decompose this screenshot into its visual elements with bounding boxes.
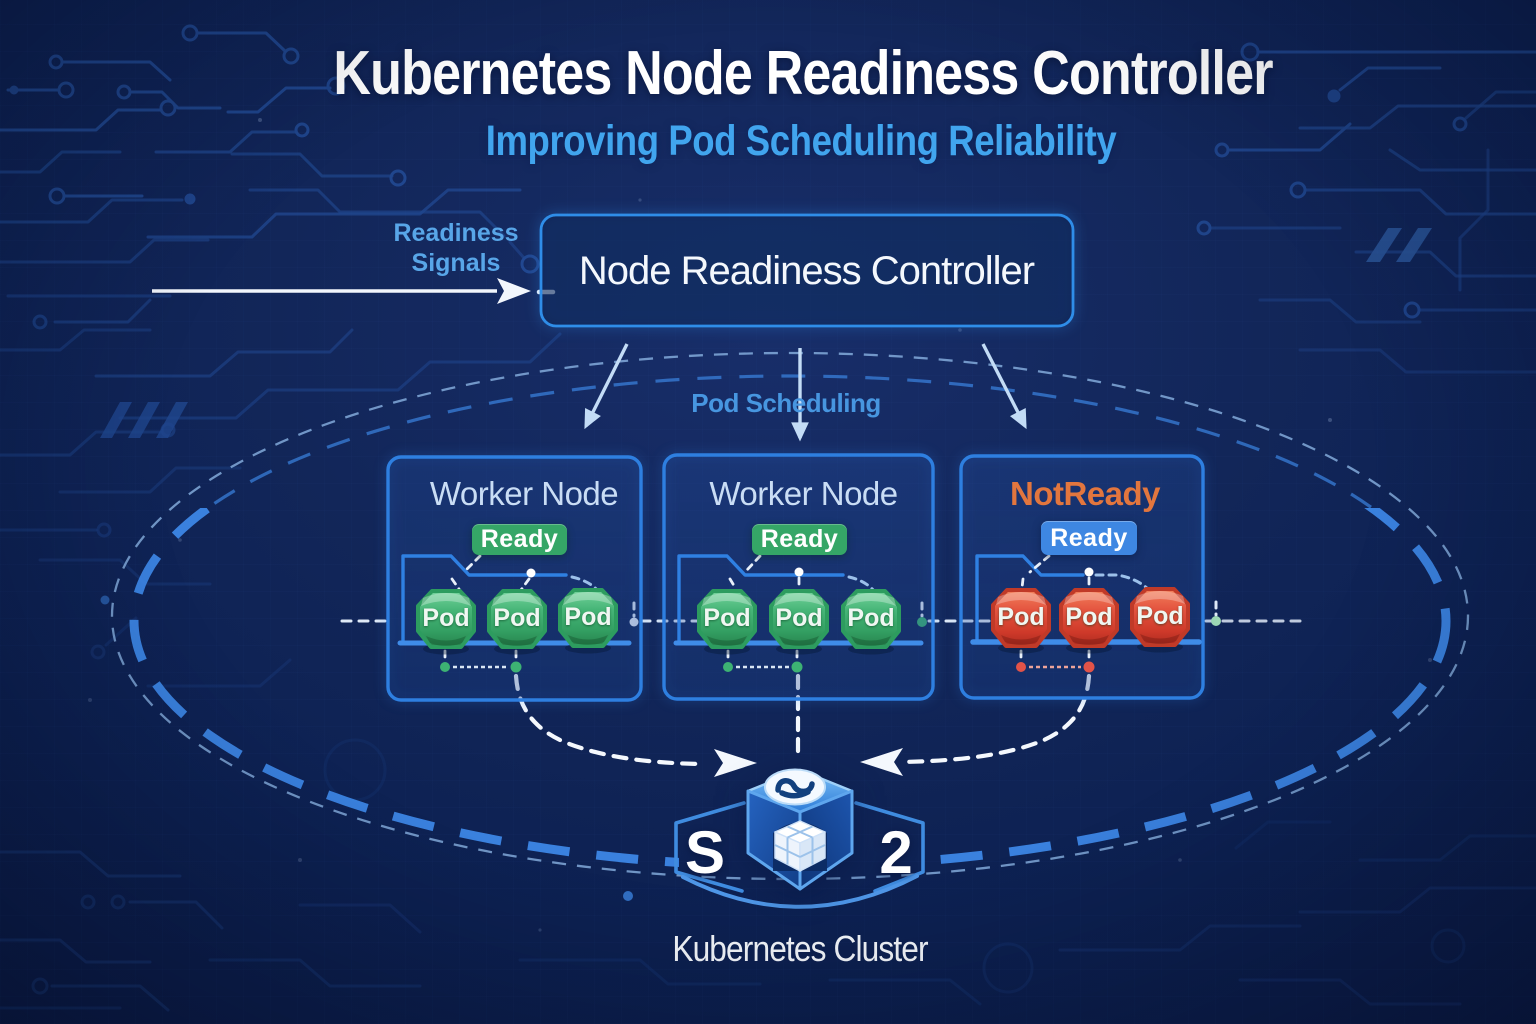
pod-scheduling-label: Pod Scheduling xyxy=(691,388,881,418)
mini-cube xyxy=(774,820,826,872)
pod-label: Pod xyxy=(703,604,751,632)
cluster-label: Kubernetes Cluster xyxy=(672,928,928,969)
readiness-signal-arrow xyxy=(152,278,556,304)
node-2-status-badge: Ready xyxy=(752,524,847,555)
pod-label: Pod xyxy=(564,603,612,631)
pod-label: Pod xyxy=(1136,602,1184,630)
readiness-signals-label: Readiness Signals xyxy=(372,218,540,278)
node-3-title: NotReady xyxy=(1009,475,1161,512)
arrow-to-node-1 xyxy=(584,343,629,430)
circuit-decoration-bottom xyxy=(0,738,1536,1012)
cluster-glyph-left: S xyxy=(684,819,726,886)
scheduling-arrows xyxy=(584,343,1027,442)
node-2-title: Worker Node xyxy=(709,475,898,512)
arrow-to-node-3 xyxy=(981,343,1027,430)
status-rail-dots xyxy=(440,567,1095,673)
kubernetes-cube xyxy=(746,768,854,891)
pod-label: Pod xyxy=(775,604,823,632)
cluster-core-frame xyxy=(674,801,925,909)
background-specks xyxy=(88,118,1432,932)
pod-label: Pod xyxy=(493,604,541,632)
node-1-title: Worker Node xyxy=(429,475,619,512)
cluster-glyph-right: 2 xyxy=(879,819,913,886)
controller-box xyxy=(539,213,1075,328)
connector-dot-3 xyxy=(1211,616,1221,626)
readiness-signals-line1: Readiness xyxy=(393,219,519,247)
page-subtitle: Improving Pod Scheduling Reliability xyxy=(485,117,1117,165)
pod-label: Pod xyxy=(422,604,470,632)
kubernetes-logo-glyph xyxy=(775,778,815,799)
right-converge-arrowhead xyxy=(860,748,903,776)
node-3-status-badge: Ready xyxy=(1041,521,1137,555)
left-converge-arrowhead xyxy=(714,749,757,777)
circuit-decoration-top-right xyxy=(1196,42,1536,374)
node-1-status-badge: Ready xyxy=(472,524,567,555)
pod-label: Pod xyxy=(847,604,895,632)
circuit-decoration-top-left xyxy=(0,24,562,688)
readiness-signals-line2: Signals xyxy=(411,249,501,277)
pod-label: Pod xyxy=(997,603,1045,631)
pod-label: Pod xyxy=(1065,603,1113,631)
controller-label: Node Readiness Controller xyxy=(578,249,1035,293)
page-title: Kubernetes Node Readiness Controller xyxy=(333,39,1273,108)
